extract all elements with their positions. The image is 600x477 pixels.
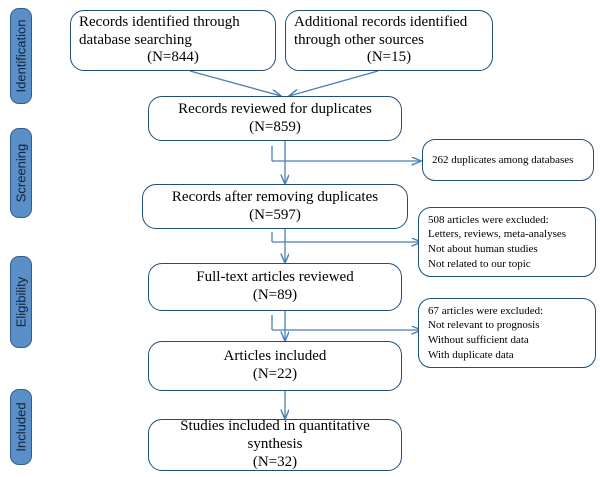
node-line: Records reviewed for duplicates	[178, 100, 372, 117]
stage-tab-identification-label: Identification	[13, 19, 29, 93]
node-count: (N=859)	[249, 118, 301, 135]
node-line: database searching	[79, 31, 192, 48]
node-count: (N=32)	[252, 453, 298, 470]
stage-tab-eligibility-label: Eligibility	[13, 276, 29, 328]
node-line: Studies included in quantitative	[180, 418, 370, 435]
note-excluded-508-articles: 508 articles were excluded: Letters, rev…	[418, 207, 596, 277]
note-excluded-67-articles: 67 articles were excluded: Not relevant …	[418, 298, 596, 368]
note-line: With duplicate data	[428, 348, 514, 361]
stage-tab-eligibility: Eligibility	[10, 256, 32, 348]
node-articles-included: Articles included (N=22)	[148, 341, 402, 391]
node-records-after-removing-duplicates: Records after removing duplicates (N=597…	[142, 184, 408, 229]
note-line: Without sufficient data	[428, 334, 529, 346]
node-count: (N=15)	[366, 49, 412, 66]
stage-tab-included: Included	[10, 389, 32, 465]
arrow-database-to-reviewed	[189, 70, 281, 96]
note-line: 67 articles were excluded:	[428, 304, 544, 317]
node-line: Records after removing duplicates	[171, 188, 379, 205]
note-line: 508 articles were excluded:	[428, 213, 549, 226]
note-line: Not relevant to prognosis	[428, 319, 540, 332]
stage-tab-screening: Screening	[10, 128, 32, 218]
node-line: Records identified through	[79, 13, 240, 30]
node-fulltext-articles-reviewed: Full-text articles reviewed (N=89)	[148, 263, 402, 311]
node-studies-quantitative-synthesis: Studies included in quantitative synthes…	[148, 418, 402, 471]
arrow-other-to-reviewed	[289, 70, 379, 96]
note-line: Not about human studies	[428, 243, 538, 255]
node-line: through other sources	[294, 31, 424, 48]
note-duplicates-among-databases: 262 duplicates among databases	[422, 139, 594, 181]
stage-tab-screening-label: Screening	[13, 143, 29, 203]
node-line: Full-text articles reviewed	[196, 269, 354, 286]
stage-tab-identification: Identification	[10, 8, 32, 104]
node-additional-records-other-sources: Additional records identified through ot…	[285, 10, 493, 71]
node-count: (N=597)	[249, 206, 301, 223]
node-records-reviewed-for-duplicates: Records reviewed for duplicates (N=859)	[148, 96, 402, 141]
node-count: (N=844)	[147, 49, 199, 66]
note-line: Not related to our topic	[428, 257, 531, 270]
node-records-identified-database: Records identified through database sear…	[70, 10, 276, 71]
note-line: 262 duplicates among databases	[432, 153, 574, 166]
node-line: synthesis	[247, 436, 303, 453]
node-count: (N=89)	[252, 287, 298, 303]
node-line: Articles included	[223, 348, 327, 365]
node-line: Additional records identified	[294, 13, 468, 30]
node-count: (N=22)	[252, 366, 298, 382]
stage-tab-included-label: Included	[13, 402, 29, 452]
note-line: Letters, reviews, meta-analyses	[428, 228, 567, 241]
